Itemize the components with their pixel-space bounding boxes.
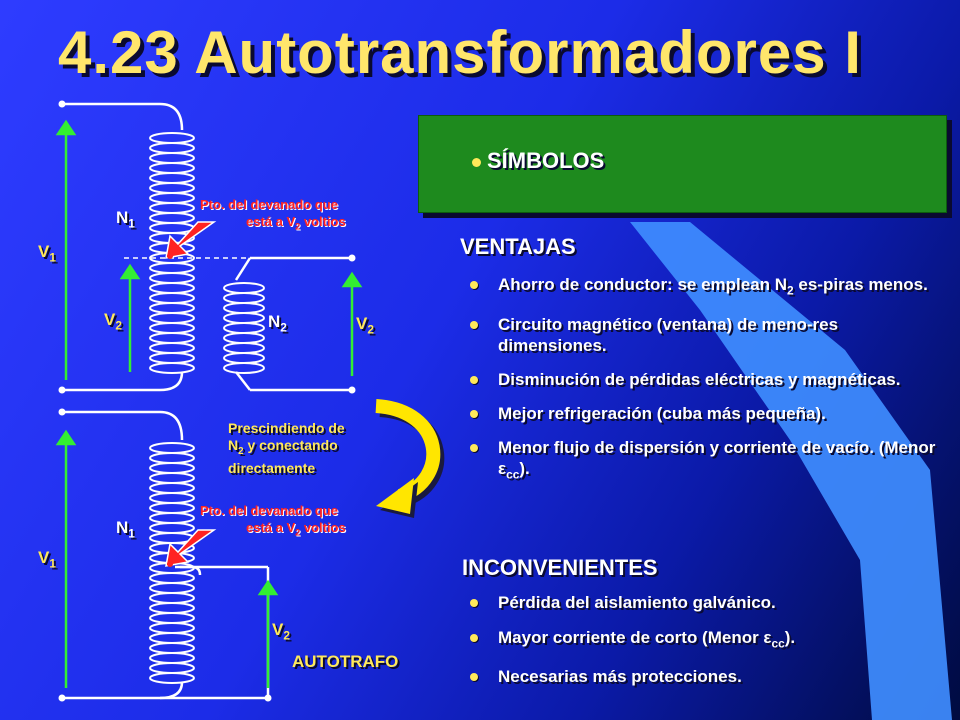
ventajas-heading: VENTAJAS [460,234,576,259]
bullet-dot [472,157,481,167]
symbols-label: SÍMBOLOS [472,148,604,174]
ventajas-list: Ahorro de conductor: se emplean N2 es-pi… [462,274,944,486]
prescind-note: Prescindiendo de N2 y conectando directa… [228,420,345,476]
list-item: Ahorro de conductor: se emplean N2 es-pi… [462,274,944,301]
list-item: Mayor corriente de corto (Menor εcc). [462,627,944,654]
list-item: Menor flujo de dispersión y corriente de… [462,437,944,485]
list-item: Circuito magnético (ventana) de meno-res… [462,314,944,356]
v2-label-bottom: V2 [272,620,290,643]
pto-note-top: Pto. del devanado que está a V2 voltios [200,197,346,232]
autotrafo-label: AUTOTRAFO [292,652,399,671]
pto-note-bottom: Pto. del devanado que está a V2 voltios [200,503,346,538]
red-arrow-icon [165,529,217,567]
red-arrow-icon [165,221,217,259]
symbols-label-text: SÍMBOLOS [487,148,605,173]
inconvenientes-heading: INCONVENIENTES [462,555,658,580]
list-item: Pérdida del aislamiento galvánico. [462,592,944,613]
v2-label-top-right: V2 [356,314,374,337]
n2-label: N2 [268,312,287,335]
v1-label-top: V1 [38,242,56,265]
list-item: Disminución de pérdidas eléctricas y mag… [462,369,944,390]
list-item: Necesarias más protecciones. [462,666,944,687]
page-title: 4.23 Autotransformadores I [58,19,862,86]
v2-label-top-left: V2 [104,310,122,333]
n1-label-top: N1 [116,208,135,231]
list-item: Mejor refrigeración (cuba más pequeña). [462,403,944,424]
v1-label-bottom: V1 [38,548,56,571]
top-transformer-diagram [55,100,363,394]
bottom-autotransformer-diagram [55,408,279,702]
n1-label-bottom: N1 [116,518,135,541]
decorative-beam [630,222,952,720]
symbols-panel [418,115,947,213]
curved-arrow-icon [375,399,445,518]
inconvenientes-list: Pérdida del aislamiento galvánico. Mayor… [462,592,944,687]
